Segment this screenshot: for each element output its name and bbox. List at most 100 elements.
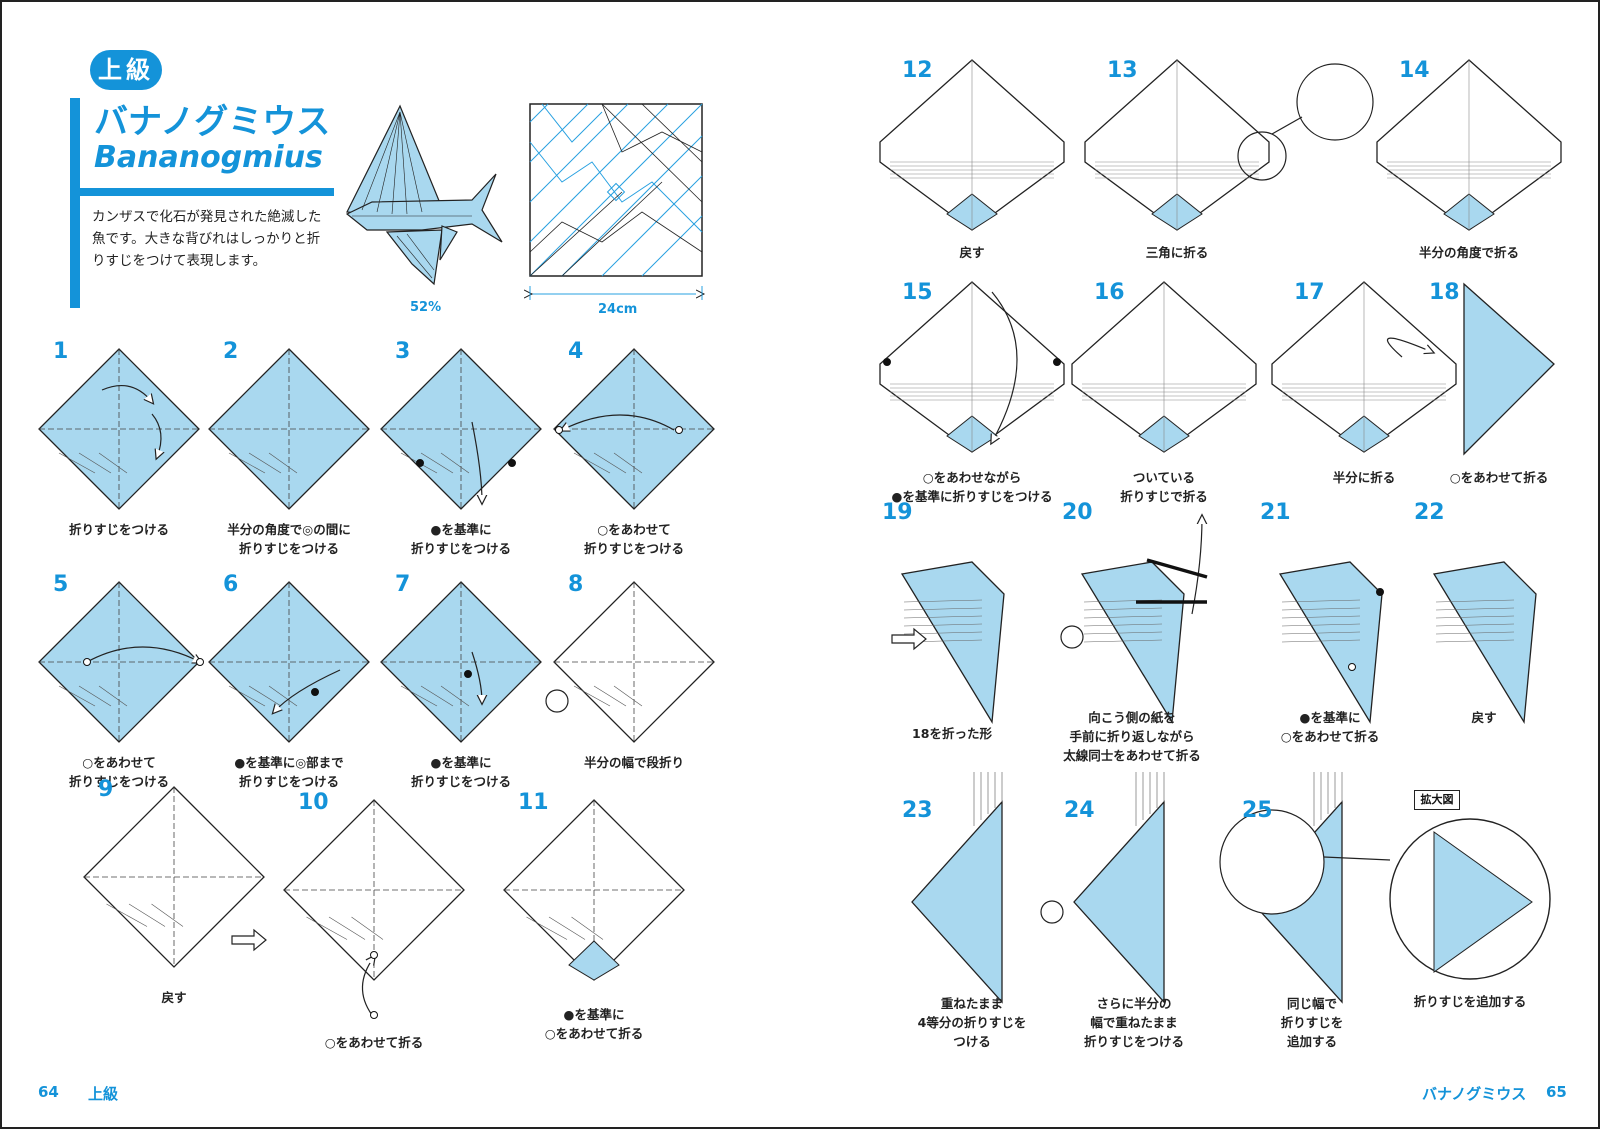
caption-line: ○をあわせて xyxy=(82,755,156,770)
turn-over-icon xyxy=(1060,625,1084,649)
caption-line: 幅で重ねたまま xyxy=(1090,1015,1178,1030)
step-5-number: 5 xyxy=(53,572,69,597)
caption-line: 同じ幅で xyxy=(1286,996,1337,1011)
step-3-number: 3 xyxy=(395,339,411,364)
step-10-arrow xyxy=(361,957,374,1016)
step-25-number: 25 xyxy=(1242,798,1273,823)
caption-line: 折りすじをつける xyxy=(410,774,511,789)
caption-line: 折りすじをつける xyxy=(583,541,684,556)
step-6-diagram xyxy=(208,581,370,743)
caption-line: ●を基準に xyxy=(430,755,492,770)
step-11-blue-flap xyxy=(568,940,620,981)
step-7-diagram xyxy=(380,581,542,743)
step-7-number: 7 xyxy=(395,572,411,597)
caption-line: 折りすじを xyxy=(1280,1015,1344,1030)
step-4-align-dot xyxy=(675,426,683,434)
step-15-arrow xyxy=(992,291,1018,442)
step-10-diagram xyxy=(283,799,465,981)
step-21-caption: ●を基準に ○をあわせて折る xyxy=(1220,708,1440,746)
step-24-diagram xyxy=(1073,800,1165,1004)
caption-line: 太線同士をあわせて折る xyxy=(1063,748,1201,763)
caption-line: ○をあわせて折る xyxy=(1449,470,1549,485)
caption-line: 半分に折る xyxy=(1332,470,1396,485)
step-21-align-dot xyxy=(1348,663,1356,671)
step-5-align-dot xyxy=(196,658,204,666)
step-19-diagram xyxy=(900,561,1005,725)
step-25-caption: 同じ幅で折りすじを追加する xyxy=(1202,994,1422,1051)
step-18-number: 18 xyxy=(1429,280,1460,305)
title-underline xyxy=(70,188,334,196)
caption-line: ○をあわせて折る xyxy=(1280,729,1380,744)
step-21-anchor-dot xyxy=(1376,588,1384,596)
step-24-caption: さらに半分の幅で重ねたまま折りすじをつける xyxy=(1024,994,1244,1051)
caption-line: 戻す xyxy=(959,245,985,260)
caption-line: 重ねたまま xyxy=(940,996,1004,1011)
caption-line: 折りすじをつける xyxy=(238,774,339,789)
left-running-head: 上級 xyxy=(88,1085,119,1103)
caption-line: 追加する xyxy=(1286,1034,1337,1049)
zoom-detail-flap xyxy=(1433,831,1533,973)
caption-line: 4等分の折りすじを xyxy=(917,1015,1027,1030)
zoom-label: 拡大図 xyxy=(1414,790,1460,810)
step-7-caption: ●を基準に折りすじをつける xyxy=(351,753,571,791)
step-20-caption: 向こう側の紙を手前に折り返しながら太線同士をあわせて折る xyxy=(1022,708,1242,765)
step-24-number: 24 xyxy=(1064,798,1095,823)
caption-line: 折りすじで折る xyxy=(1120,489,1208,504)
step-1-arrow xyxy=(101,384,152,402)
turn-over-icon xyxy=(545,689,569,713)
step-3-anchor-dot xyxy=(416,459,424,467)
step-19-number: 19 xyxy=(882,500,913,525)
caption-line: 折りすじをつける xyxy=(238,541,339,556)
step-8-number: 8 xyxy=(568,572,584,597)
caption-line: ○をあわせて折る xyxy=(324,1035,424,1050)
step-20-number: 20 xyxy=(1062,500,1093,525)
step-5-caption: ○をあわせて折りすじをつける xyxy=(9,753,229,791)
turn-over-icon xyxy=(1040,900,1064,924)
step-12-number: 12 xyxy=(902,58,933,83)
step-8-diagram xyxy=(553,581,715,743)
caption-line: 折りすじをつける xyxy=(68,774,169,789)
step-22-diagram xyxy=(1432,561,1537,725)
step-4-diagram xyxy=(553,348,715,510)
step-7-anchor-dot xyxy=(464,670,472,678)
caption-line: ○をあわせながら xyxy=(922,470,1022,485)
step-23-number: 23 xyxy=(902,798,933,823)
right-running-head: バナノグミウス xyxy=(1422,1085,1527,1103)
flow-arrow xyxy=(231,928,267,952)
step-9-diagram xyxy=(83,786,265,968)
step-3-anchor-dot xyxy=(508,459,516,467)
step-1-number: 1 xyxy=(53,339,69,364)
left-page-number: 64 xyxy=(38,1083,59,1101)
step-9-number: 9 xyxy=(98,777,114,802)
caption-line: ●を基準に xyxy=(430,522,492,537)
step-4-align-dot xyxy=(555,426,563,434)
caption-line: ●を基準に xyxy=(1299,710,1361,725)
step-2-diagram xyxy=(208,348,370,510)
zoom-caption: 折りすじを追加する xyxy=(1360,992,1580,1011)
step-22-number: 22 xyxy=(1414,500,1445,525)
caption-line: 半分の角度で折る xyxy=(1418,245,1519,260)
step-19-caption: 18を折った形 xyxy=(842,724,1062,743)
step-20-arrow xyxy=(1191,517,1202,615)
step-15-anchor-dot xyxy=(1053,358,1061,366)
level-badge: 上級 xyxy=(90,50,162,90)
step-4-arrow xyxy=(562,414,675,430)
caption-line: ●を基準に◎部まで xyxy=(234,755,344,770)
step-21-diagram xyxy=(1278,561,1383,725)
step-13-number: 13 xyxy=(1107,58,1138,83)
scale-label: 52% xyxy=(410,300,442,315)
step-15-caption: ○をあわせながら●を基準に折りすじをつける xyxy=(862,468,1082,506)
caption-line: ○をあわせて xyxy=(597,522,671,537)
step-3-arrow xyxy=(471,421,482,502)
caption-line: 折りすじをつける xyxy=(1083,1034,1184,1049)
step-10-align-dot xyxy=(370,951,378,959)
step-22-caption: 戻す xyxy=(1374,708,1594,727)
caption-line: 手前に折り返しながら xyxy=(1069,729,1195,744)
step-1-diagram xyxy=(38,348,200,510)
step-6-number: 6 xyxy=(223,572,239,597)
step-13-leader xyxy=(1271,116,1303,135)
right-page-number: 65 xyxy=(1546,1083,1567,1101)
step-13-caption: 三角に折る xyxy=(1067,243,1287,262)
